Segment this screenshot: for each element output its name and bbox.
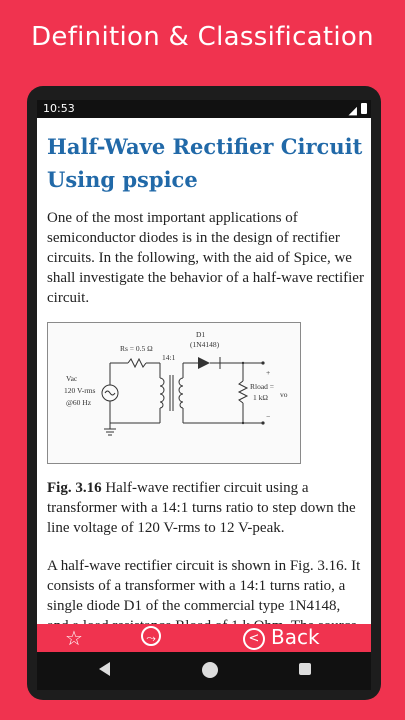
vac-label: Vac <box>66 374 78 383</box>
diode-type-label: (1N4148) <box>190 340 220 349</box>
circuit-figure: Rs = 0.5 Ω 14:1 D1 (1N4148) Vac 120 V-rm… <box>47 322 301 464</box>
caption-text: Half-wave rectifier circuit using a tran… <box>47 480 356 536</box>
plus-label: + <box>266 368 270 377</box>
android-nav-bar <box>37 652 371 690</box>
nav-recents-icon[interactable] <box>299 663 311 675</box>
figure-caption: Fig. 3.16 Half-wave rectifier circuit us… <box>47 478 365 538</box>
ratio-label: 14:1 <box>162 353 176 362</box>
caption-label: Fig. 3.16 <box>47 480 102 496</box>
nav-home-icon[interactable] <box>202 662 218 678</box>
back-label: Back <box>271 625 320 649</box>
battery-icon <box>361 103 367 114</box>
vo-label: vo <box>280 390 288 399</box>
article-intro: One of the most important applications o… <box>47 210 364 306</box>
vac-rating-label: 120 V-rms <box>64 386 96 395</box>
nav-back-icon[interactable] <box>99 662 110 676</box>
phone-frame: 10:53 ◢ Half-Wave Rectifier Circuit Usin… <box>27 86 381 700</box>
article-content: Half-Wave Rectifier Circuit Using pspice… <box>47 130 365 624</box>
star-icon[interactable]: ☆ <box>65 628 83 650</box>
bottom-toolbar: ☆ ⤳ < Back <box>37 624 371 652</box>
article-body: A half-wave rectifier circuit is shown i… <box>47 558 361 624</box>
share-icon[interactable]: ⤳ <box>141 626 161 646</box>
back-arrow-icon: < <box>243 628 265 650</box>
status-bar: 10:53 ◢ <box>37 100 371 118</box>
article-screen[interactable]: Half-Wave Rectifier Circuit Using pspice… <box>37 118 371 624</box>
diode-label: D1 <box>196 330 205 339</box>
rload-value-label: 1 kΩ <box>253 393 268 402</box>
banner-title: Definition & Classification <box>31 22 374 52</box>
rs-label: Rs = 0.5 Ω <box>120 344 153 353</box>
circuit-diagram: Rs = 0.5 Ω 14:1 D1 (1N4148) Vac 120 V-rm… <box>64 330 288 436</box>
back-button[interactable]: < Back <box>243 625 320 650</box>
signal-icon: ◢ <box>348 104 357 117</box>
status-time: 10:53 <box>43 102 75 115</box>
article-title: Half-Wave Rectifier Circuit Using pspice <box>47 134 363 192</box>
vac-freq-label: @60 Hz <box>66 398 92 407</box>
rload-label: Rload = <box>250 382 274 391</box>
minus-label: − <box>266 412 270 421</box>
